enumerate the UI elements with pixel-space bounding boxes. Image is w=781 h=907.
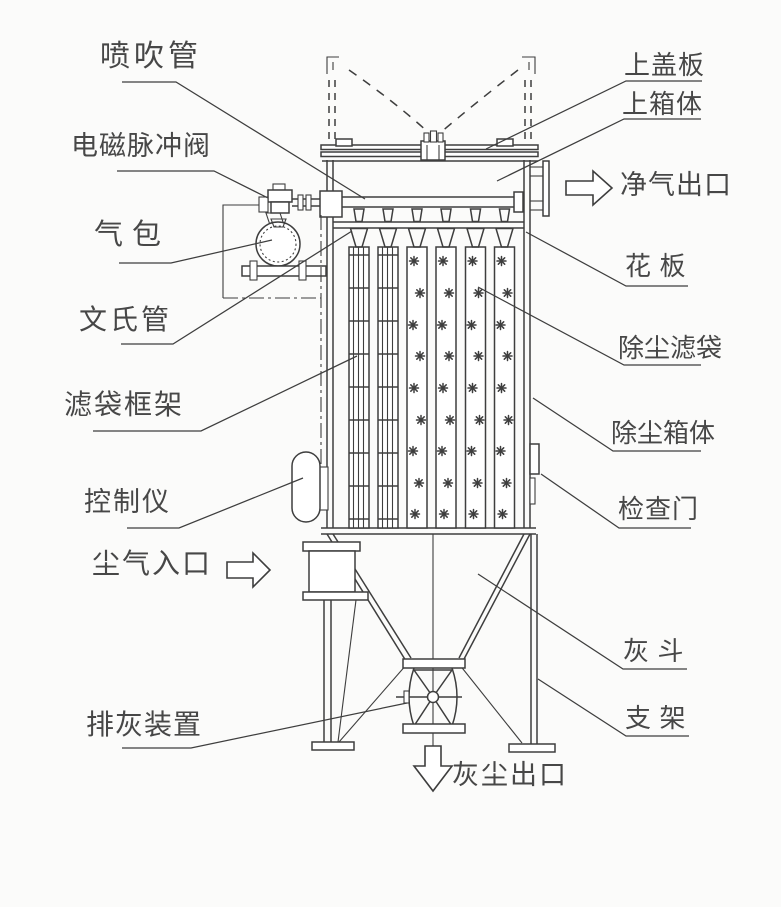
blow-pipe xyxy=(340,191,524,213)
cover-clamp xyxy=(420,130,446,161)
leader-venturi xyxy=(121,230,353,345)
label-filter-bag: 除尘滤袋 xyxy=(618,334,723,363)
label-collector-box: 除尘箱体 xyxy=(611,419,716,448)
leader-pulse-valve xyxy=(117,170,269,199)
leader-lines xyxy=(93,80,702,749)
leader-top-cover xyxy=(485,80,702,150)
cover-lift-indication xyxy=(326,56,536,146)
leader-blow-pipe xyxy=(122,81,366,200)
label-blow-pipe: 喷吹管 xyxy=(100,40,202,73)
controller-unit xyxy=(291,451,329,523)
clean-air-outlet-arrow xyxy=(565,169,614,207)
tube-sheet xyxy=(333,221,524,229)
leader-air-bag xyxy=(119,239,273,264)
label-bag-cage: 滤袋框架 xyxy=(64,390,185,421)
label-top-cover: 上盖板 xyxy=(624,51,706,80)
dust-outlet-arrow xyxy=(412,745,454,793)
label-inspection-door: 检查门 xyxy=(618,495,700,524)
label-controller: 控制仪 xyxy=(84,487,171,517)
label-air-bag: 气包 xyxy=(94,219,171,251)
dust-inlet-duct xyxy=(302,541,369,601)
control-wiring xyxy=(222,204,322,465)
dust-inlet-arrow xyxy=(226,551,272,589)
leader-controller xyxy=(127,477,304,529)
filter-bags xyxy=(407,247,515,528)
air-bag xyxy=(241,218,327,281)
ash-discharge-valve xyxy=(396,658,466,734)
label-dust-inlet: 尘气入口 xyxy=(92,549,213,580)
leader-filter-bag xyxy=(477,286,701,366)
leader-tube-sheet xyxy=(525,231,688,287)
leader-ash-discharge xyxy=(122,702,408,749)
leader-ash-hopper xyxy=(477,573,687,670)
pulse-valve-assembly xyxy=(258,183,343,226)
label-ash-hopper: 灰 斗 xyxy=(623,637,685,666)
leader-upper-box xyxy=(496,118,701,182)
label-ash-discharge: 排灰装置 xyxy=(86,710,203,741)
label-venturi: 文氏管 xyxy=(79,305,173,336)
label-support: 支 架 xyxy=(625,704,687,733)
leader-inspection-door xyxy=(540,473,691,529)
label-dust-outlet: 灰尘出口 xyxy=(452,760,568,790)
bag-cages xyxy=(348,246,399,529)
top-cover-plate xyxy=(320,130,539,161)
leader-bag-cage xyxy=(93,355,358,432)
leader-support xyxy=(537,678,689,737)
clean-air-outlet-nozzle xyxy=(530,160,550,217)
label-clean-air-outlet: 净气出口 xyxy=(620,170,732,200)
label-upper-box: 上箱体 xyxy=(622,90,704,119)
label-tube-sheet: 花 板 xyxy=(625,252,687,281)
leader-collector-box xyxy=(532,397,701,452)
inspection-door xyxy=(529,443,540,505)
label-pulse-valve: 电磁脉冲阀 xyxy=(71,131,211,161)
flow-arrows xyxy=(226,169,614,793)
